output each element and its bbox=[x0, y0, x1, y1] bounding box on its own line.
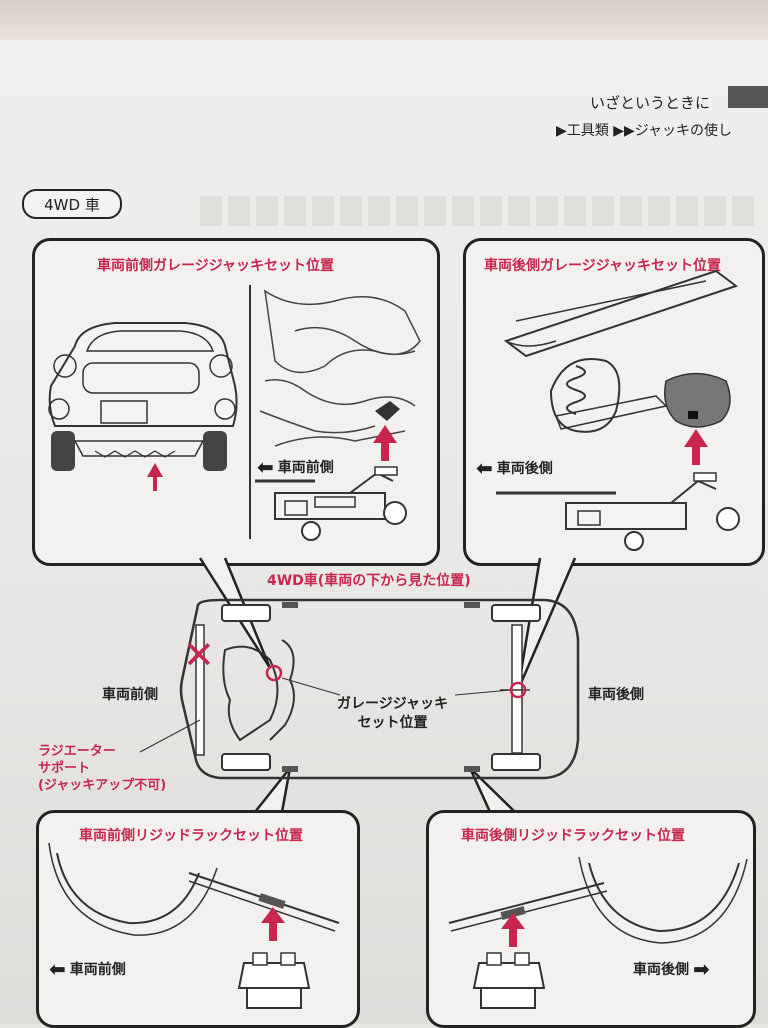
direction-text: 車両前側 bbox=[69, 962, 126, 978]
underbody-title: 4WD車(車両の下から見た位置) bbox=[267, 573, 471, 589]
rear-rigid-rack-panel: 車両後側リジッドラックセット位置 車両後側 ➡ bbox=[426, 810, 756, 1028]
front-garage-jack-panel: 車両前側ガレージジャッキセット位置 bbox=[32, 238, 440, 566]
no-jack-x-icon: ✕ bbox=[183, 633, 215, 677]
breadcrumb: ▶工具類 ▶▶ジャッキの使し bbox=[556, 123, 733, 139]
radiator-line3: (ジャッキアップ不可) bbox=[38, 778, 167, 793]
front-underbody-detail-illustration bbox=[255, 289, 421, 541]
bleed-through-heading bbox=[200, 196, 760, 226]
background-surface bbox=[0, 0, 768, 40]
right-arrow-icon: ➡ bbox=[693, 957, 710, 981]
jack-point-label: ガレージジャッキ セット位置 bbox=[337, 695, 448, 733]
header-tab-marker bbox=[728, 86, 768, 108]
rear-rigid-rack-illustration bbox=[448, 856, 748, 1009]
direction-text: 車両後側 bbox=[496, 461, 553, 477]
radiator-line1: ラジエーター bbox=[38, 744, 116, 759]
left-arrow-icon: ⬅ bbox=[49, 957, 66, 981]
direction-label-front: ⬅ 車両前側 bbox=[49, 959, 126, 979]
underbody-rear-label: 車両後側 bbox=[588, 687, 644, 703]
panel-title: 車両前側ガレージジャッキセット位置 bbox=[97, 258, 335, 274]
underbody-front-label: 車両前側 bbox=[102, 687, 158, 703]
front-rigid-rack-illustration bbox=[48, 842, 340, 1009]
panel-title: 車両後側リジッドラックセット位置 bbox=[461, 828, 685, 844]
panel-divider bbox=[249, 285, 251, 539]
direction-label-rear: ⬅ 車両後側 bbox=[476, 458, 553, 478]
rear-garage-jack-panel: 車両後側ガレージジャッキセット位置 ⬅ 車両後側 bbox=[463, 238, 765, 566]
panel-title: 車両前側リジッドラックセット位置 bbox=[79, 828, 303, 844]
direction-text: 車両後側 bbox=[633, 962, 689, 978]
jack-point-line2: セット位置 bbox=[357, 715, 428, 731]
direction-label-front: ⬅ 車両前側 bbox=[257, 457, 334, 477]
panel-title: 車両後側ガレージジャッキセット位置 bbox=[484, 258, 722, 274]
direction-text: 車両前側 bbox=[277, 460, 334, 476]
radiator-support-label: ラジエーター サポート (ジャッキアップ不可) bbox=[38, 743, 166, 794]
direction-label-rear: 車両後側 ➡ bbox=[633, 959, 710, 979]
section-tag-4wd: 4WD 車 bbox=[22, 189, 122, 219]
left-arrow-icon: ⬅ bbox=[476, 456, 493, 480]
jack-point-line1: ガレージジャッキ bbox=[337, 696, 449, 712]
car-front-view-illustration bbox=[48, 322, 238, 491]
radiator-line2: サポート bbox=[38, 761, 91, 776]
rear-underbody-detail-illustration bbox=[496, 269, 740, 551]
front-rigid-rack-panel: 車両前側リジッドラックセット位置 ⬅ 車両前側 bbox=[36, 810, 360, 1028]
header-title: いざというときに bbox=[590, 94, 711, 112]
left-arrow-icon: ⬅ bbox=[257, 455, 274, 479]
